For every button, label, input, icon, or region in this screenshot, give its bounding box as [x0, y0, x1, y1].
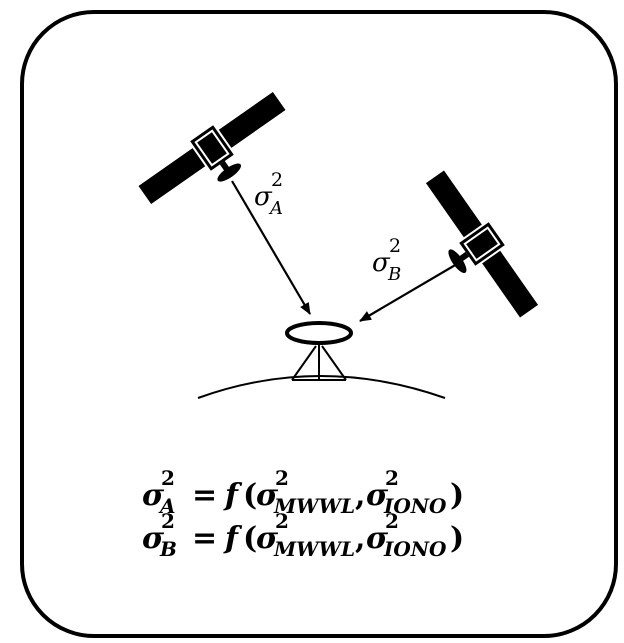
svg-text:2: 2 — [271, 169, 283, 191]
svg-text:σ: σ — [256, 478, 279, 513]
svg-text:B: B — [387, 264, 401, 285]
svg-text:σ: σ — [366, 478, 389, 513]
svg-text:2: 2 — [161, 509, 175, 533]
svg-text:MWWL: MWWL — [273, 537, 355, 561]
svg-text:σ: σ — [372, 248, 391, 278]
receiver-antenna-icon — [285, 321, 353, 381]
svg-text:σ: σ — [256, 521, 279, 556]
svg-text:2: 2 — [161, 466, 175, 490]
svg-text:): ) — [450, 521, 464, 556]
svg-text:σ: σ — [142, 521, 165, 556]
svg-text:=: = — [192, 478, 217, 513]
svg-text:,: , — [355, 521, 365, 556]
svg-text:(: ( — [243, 478, 257, 513]
svg-text:MWWL: MWWL — [273, 494, 355, 518]
ground-arc — [197, 375, 446, 399]
svg-text:A: A — [268, 198, 283, 219]
sigma-a-label: σ 2 A — [254, 169, 283, 219]
svg-text:2: 2 — [275, 509, 289, 533]
svg-text:2: 2 — [275, 466, 289, 490]
sigma-b-label: σ 2 B — [372, 235, 401, 285]
svg-text:σ: σ — [366, 521, 389, 556]
satellite-b-icon — [425, 170, 539, 318]
svg-text:IONO: IONO — [383, 537, 447, 561]
satellite-a-icon — [138, 91, 286, 205]
svg-text:2: 2 — [385, 466, 399, 490]
equation-b: σ 2 B = f ( σ 2 MWWL , σ 2 IONO ) — [142, 509, 464, 561]
equation-a: σ 2 A = f ( σ 2 MWWL , σ 2 IONO ) — [142, 466, 464, 518]
svg-text:2: 2 — [385, 509, 399, 533]
svg-text:(: ( — [243, 521, 257, 556]
arrow-a — [231, 180, 311, 315]
arrow-b — [359, 263, 458, 322]
svg-text:IONO: IONO — [383, 494, 447, 518]
svg-text:2: 2 — [389, 235, 401, 257]
svg-text:B: B — [159, 537, 177, 561]
svg-text:A: A — [158, 494, 176, 518]
svg-text:=: = — [192, 521, 217, 556]
svg-text:σ: σ — [142, 478, 165, 513]
svg-text:σ: σ — [254, 182, 273, 212]
svg-text:,: , — [355, 478, 365, 513]
svg-text:): ) — [450, 478, 464, 513]
